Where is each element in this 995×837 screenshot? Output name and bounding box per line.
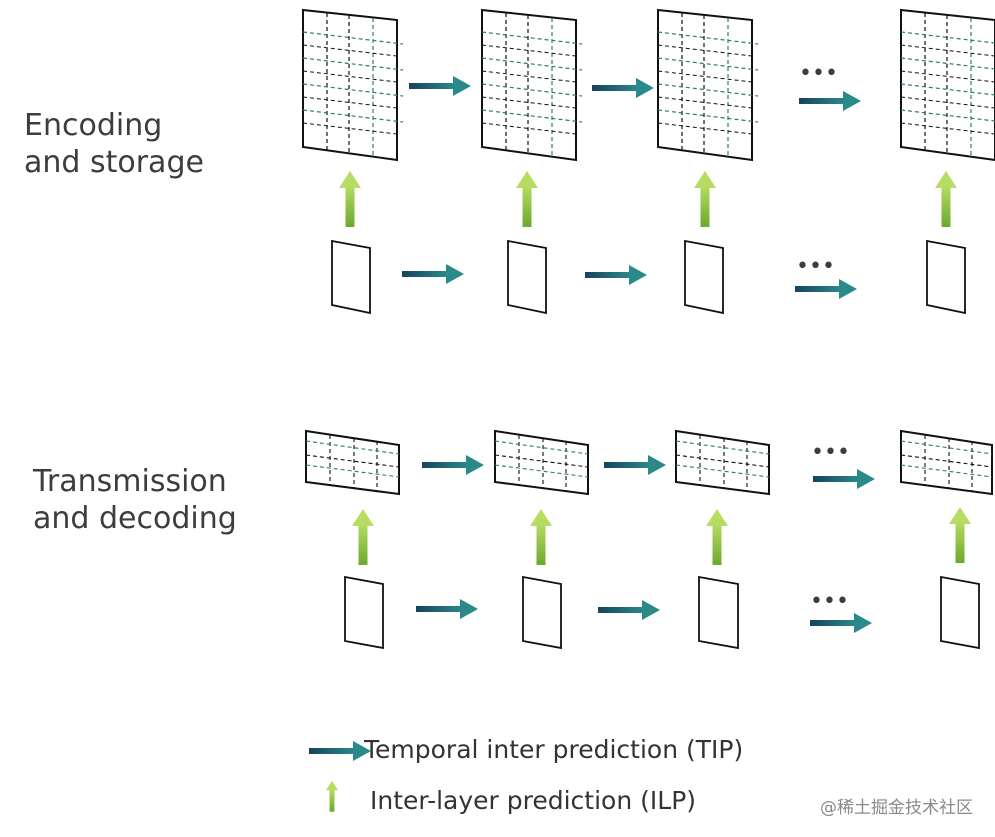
section-label-line: and decoding xyxy=(33,501,237,536)
legend-ilp-label: Inter-layer prediction (ILP) xyxy=(370,786,697,815)
encoding-enhancement-frames xyxy=(302,8,995,162)
trans-ilp-arrows xyxy=(352,507,971,565)
legend-tip-label: Temporal inter prediction (TIP) xyxy=(364,735,744,764)
enc-top-tip-arrows xyxy=(409,76,861,111)
watermark: @稀土掘金技术社区 xyxy=(820,798,973,818)
tip-arrow xyxy=(813,469,875,489)
ilp-arrow xyxy=(935,171,957,227)
ellipsis-marks: ••• ••• ••• ••• xyxy=(796,61,850,614)
enc-base-frame xyxy=(684,239,724,315)
trans-grid-frame-3 xyxy=(675,429,770,496)
enc-base-frames xyxy=(331,239,966,315)
ilp-arrow xyxy=(516,171,538,227)
ellipsis-enc-top: ••• xyxy=(799,61,838,86)
trans-base-frame xyxy=(940,575,980,650)
enc-grid-frame-3 xyxy=(657,8,759,162)
tip-arrow xyxy=(799,91,861,111)
section-label-transmission: Transmission and decoding xyxy=(33,463,237,537)
ilp-arrow xyxy=(949,507,971,563)
legend-ilp-arrow-icon xyxy=(325,780,339,812)
tip-arrow xyxy=(592,78,654,98)
legend-tip-arrow-icon xyxy=(309,741,371,761)
ilp-arrow xyxy=(706,509,728,565)
enc-grid-frame-1 xyxy=(302,8,404,162)
trans-grid-frame-4 xyxy=(900,429,993,496)
tip-arrow xyxy=(409,76,471,96)
ilp-arrow xyxy=(339,171,361,227)
trans-base-frame xyxy=(344,575,384,650)
section-label-line: and storage xyxy=(24,145,204,180)
tip-arrow xyxy=(416,599,478,619)
ilp-arrow xyxy=(694,171,716,227)
trans-bottom-tip-arrows xyxy=(416,599,872,633)
section-label-line: Encoding xyxy=(24,108,163,143)
enc-base-frame xyxy=(926,239,966,315)
ellipsis-trans-top: ••• xyxy=(811,440,850,465)
section-label-line: Transmission xyxy=(33,464,227,499)
tip-arrow xyxy=(810,613,872,633)
enc-base-frame xyxy=(331,239,371,315)
tip-arrow xyxy=(598,600,660,620)
ellipsis-enc-bottom: ••• xyxy=(796,254,835,279)
trans-grid-frame-1 xyxy=(305,429,400,496)
ilp-arrow xyxy=(530,509,552,565)
enc-ilp-arrows xyxy=(339,171,957,227)
tip-arrow xyxy=(422,455,484,475)
tip-arrow xyxy=(604,455,666,475)
trans-base-frame xyxy=(522,575,562,650)
tip-arrow xyxy=(795,279,857,299)
ellipsis-trans-bottom: ••• xyxy=(810,589,849,614)
enc-grid-frame-4 xyxy=(900,8,995,162)
trans-enhancement-frames xyxy=(305,429,993,496)
legend-icons xyxy=(309,741,371,812)
ilp-arrow xyxy=(352,509,374,565)
tip-arrow xyxy=(402,264,464,284)
trans-base-frames xyxy=(344,575,980,650)
trans-top-tip-arrows xyxy=(422,455,875,489)
enc-base-frame xyxy=(507,239,547,315)
section-label-encoding: Encoding and storage xyxy=(24,107,204,181)
trans-grid-frame-2 xyxy=(494,429,589,496)
enc-bottom-tip-arrows xyxy=(402,264,857,299)
enc-grid-frame-2 xyxy=(481,8,583,162)
trans-base-frame xyxy=(698,575,739,650)
tip-arrow xyxy=(585,265,647,285)
